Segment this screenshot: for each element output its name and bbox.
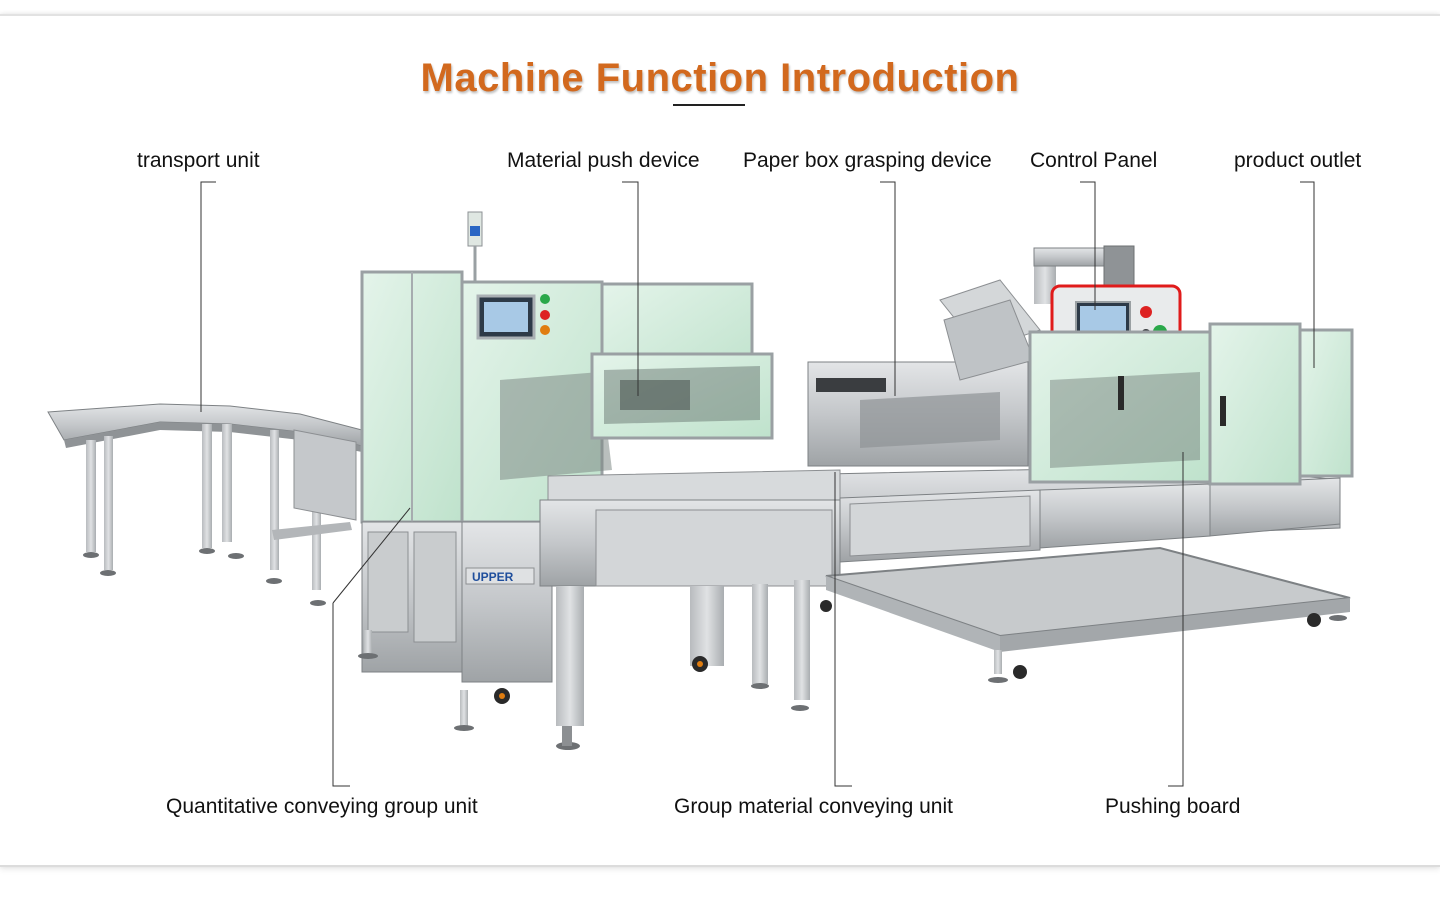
title-underline bbox=[673, 104, 745, 106]
label-transport-unit: transport unit bbox=[137, 149, 260, 172]
label-product-outlet: product outlet bbox=[1234, 149, 1362, 172]
group-material-conveying-body bbox=[539, 465, 1341, 750]
material-push-device bbox=[590, 352, 774, 440]
brand-logo: UPPER bbox=[472, 570, 514, 584]
label-control-panel: Control Panel bbox=[1030, 149, 1158, 172]
pushing-board-tray bbox=[820, 546, 1351, 683]
leader-group-material-conveying-unit bbox=[834, 472, 852, 787]
leader-paper-box-grasping-device bbox=[880, 181, 896, 396]
leader-pushing-board bbox=[1168, 452, 1184, 787]
leader-lines bbox=[200, 181, 1315, 787]
leader-quantitative-conveying-group-unit bbox=[332, 603, 350, 787]
leader-quantitative-diagonal bbox=[332, 507, 411, 604]
label-paper-box-grasping-device: Paper box grasping device bbox=[743, 149, 992, 172]
page-title: Machine Function Introduction bbox=[420, 56, 1020, 100]
label-material-push-device: Material push device bbox=[507, 149, 700, 172]
label-group-material-conveying-unit: Group material conveying unit bbox=[674, 795, 953, 818]
leader-material-push-device bbox=[622, 181, 639, 396]
leader-transport-unit bbox=[200, 181, 216, 412]
label-pushing-board: Pushing board bbox=[1105, 795, 1241, 818]
leader-control-panel bbox=[1080, 181, 1096, 310]
transport-conveyor bbox=[47, 403, 363, 606]
leader-product-outlet bbox=[1300, 181, 1315, 368]
product-outlet-cabinet bbox=[1028, 322, 1354, 486]
paper-box-grasping-device bbox=[807, 245, 1135, 467]
label-quantitative-conveying-group-unit: Quantitative conveying group unit bbox=[166, 795, 478, 818]
